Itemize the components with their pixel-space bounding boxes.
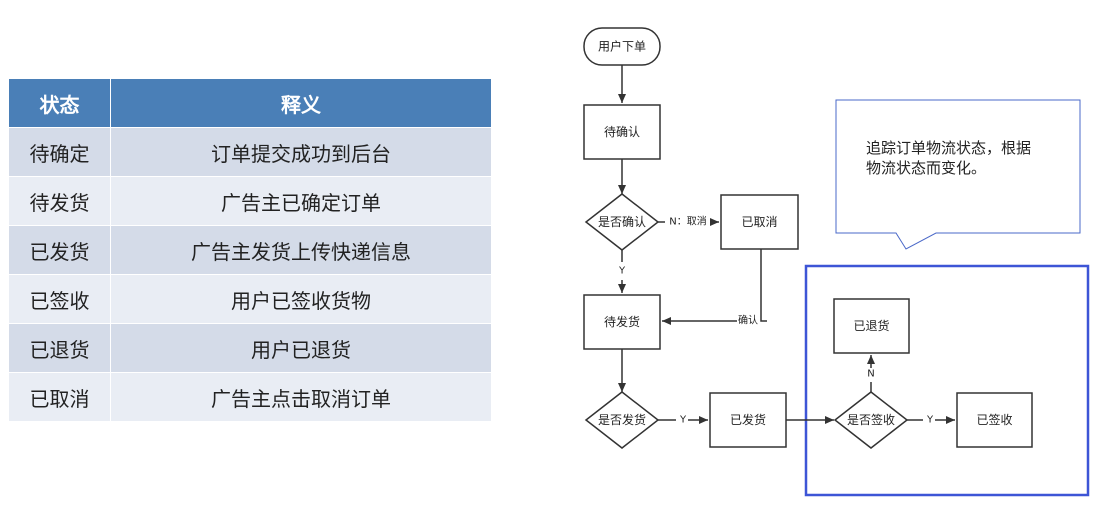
- table-row: 待发货 广告主已确定订单: [8, 176, 492, 226]
- table-row: 已发货 广告主发货上传快递信息: [8, 225, 492, 275]
- pending-ship-label: 待发货: [604, 314, 640, 329]
- returned-node: [833, 298, 910, 354]
- line-cancel-recheck: [760, 249, 767, 322]
- table-row: 已退货 用户已退货: [8, 323, 492, 373]
- decision-ship-label: 是否发货: [598, 412, 646, 427]
- returned-label: 已退货: [853, 318, 889, 333]
- column-header-status: 状态: [8, 78, 111, 128]
- start-node: [583, 27, 661, 66]
- edge-label-confirm: 确认: [738, 314, 758, 327]
- meaning-cell: 广告主点击取消订单: [110, 372, 492, 422]
- callout-bubble: [835, 99, 1081, 250]
- status-cell: 已签收: [8, 274, 111, 324]
- decision-sign-node: [833, 391, 909, 449]
- decision-sign-label: 是否签收: [847, 412, 895, 427]
- status-cell: 已取消: [8, 372, 111, 422]
- edge-label-yes-confirm: Y: [618, 266, 626, 277]
- callout-text: 追踪订单物流状态，根据 物流状态而变化。: [866, 139, 1032, 177]
- column-header-meaning: 释义: [110, 78, 492, 128]
- edge-label-yes-sign: Y: [926, 415, 934, 426]
- status-table: 状态 释义 待确定 订单提交成功到后台 待发货 广告主已确定订单 已发货 广告主…: [8, 78, 492, 422]
- cancelled-node: [720, 194, 799, 250]
- edge-label-no-cancel: N：取消: [669, 215, 706, 228]
- meaning-cell: 订单提交成功到后台: [110, 127, 492, 177]
- decision-ship-node: [584, 391, 660, 449]
- edge-label-no-sign: N: [867, 369, 874, 380]
- shipped-node: [709, 392, 787, 448]
- table-row: 已取消 广告主点击取消订单: [8, 372, 492, 422]
- highlight-region: [804, 264, 1090, 497]
- pending-ship-node: [583, 294, 661, 350]
- status-cell: 已退货: [8, 323, 111, 373]
- decision-confirm-node: [584, 193, 660, 251]
- pending-confirm-label: 待确认: [604, 125, 640, 139]
- table-row: 已签收 用户已签收货物: [8, 274, 492, 324]
- decision-confirm-label: 是否确认: [598, 215, 646, 229]
- cancelled-label: 已取消: [741, 215, 777, 229]
- meaning-cell: 广告主发货上传快递信息: [110, 225, 492, 275]
- table-header-row: 状态 释义: [8, 78, 492, 128]
- edge-label-yes-ship: Y: [679, 415, 687, 426]
- meaning-cell: 用户已退货: [110, 323, 492, 373]
- start-label: 用户下单: [598, 39, 646, 54]
- signed-label: 已签收: [976, 412, 1012, 427]
- pending-confirm-node: [583, 104, 661, 160]
- shipped-label: 已发货: [730, 412, 766, 427]
- meaning-cell: 用户已签收货物: [110, 274, 492, 324]
- signed-node: [956, 392, 1033, 448]
- table-row: 待确定 订单提交成功到后台: [8, 127, 492, 177]
- meaning-cell: 广告主已确定订单: [110, 176, 492, 226]
- status-cell: 已发货: [8, 225, 111, 275]
